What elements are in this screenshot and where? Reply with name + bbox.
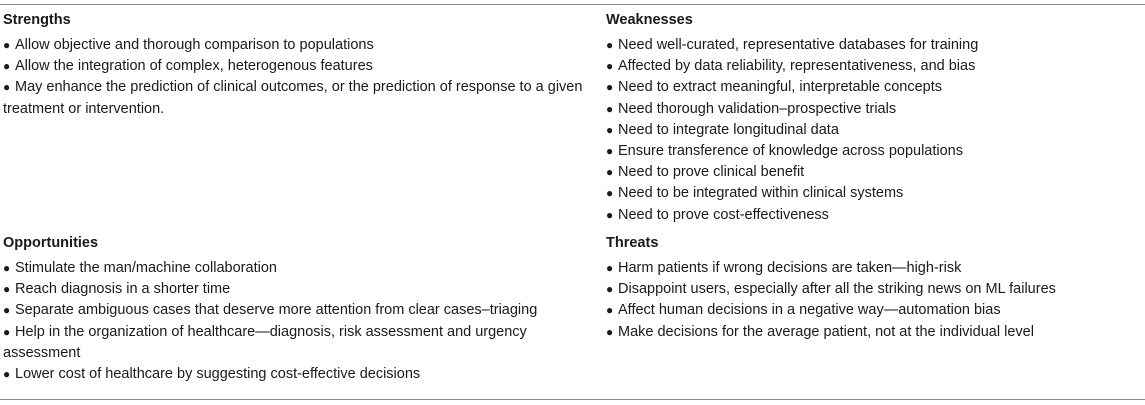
bullet-icon: ● — [606, 207, 614, 222]
bullet-icon: ● — [3, 303, 11, 318]
list-item-text: Affected by data reliability, representa… — [618, 58, 976, 75]
opportunities-cell: Opportunities ● Stimulate the man/machine… — [3, 233, 588, 385]
list-item: ● Allow objective and thorough comparison… — [3, 35, 588, 56]
list-item: ● Separate ambiguous cases that deserve m… — [3, 300, 588, 321]
bullet-icon: ● — [3, 282, 11, 297]
list-item: ● Affected by data reliability, represent… — [606, 56, 1141, 77]
list-item: ● Need to prove cost-effectiveness — [606, 205, 1141, 226]
bullet-icon: ● — [606, 303, 614, 318]
threats-list: ● Harm patients if wrong decisions are ta… — [606, 258, 1141, 343]
opportunities-list: ● Stimulate the man/machine collaboration… — [3, 258, 588, 385]
threats-cell: Threats ● Harm patients if wrong decision… — [606, 233, 1141, 343]
weaknesses-list: ● Need well-curated, representative datab… — [606, 35, 1141, 226]
bullet-icon: ● — [606, 80, 614, 95]
strengths-heading: Strengths — [3, 12, 71, 28]
bullet-icon: ● — [606, 38, 614, 52]
bullet-icon: ● — [606, 59, 614, 74]
list-item: ● Need thorough validation–prospective tr… — [606, 99, 1141, 120]
list-item: ●Help in the organization of healthcare—… — [3, 322, 588, 364]
list-item: ●May enhance the prediction of clinical … — [3, 77, 588, 119]
bullet-icon: ● — [606, 101, 614, 116]
list-item: ● Make decisions for the average patient,… — [606, 322, 1141, 343]
list-item: ● Lower cost of healthcare by suggesting … — [3, 364, 588, 385]
bullet-icon: ● — [606, 324, 614, 339]
bullet-icon: ● — [3, 324, 11, 339]
bullet-icon: ● — [3, 80, 11, 95]
weaknesses-heading: Weaknesses — [606, 12, 693, 28]
list-item: ● Affect human decisions in a negative wa… — [606, 300, 1141, 321]
list-item: ● Stimulate the man/machine collaboration — [3, 258, 588, 279]
threats-heading: Threats — [606, 235, 659, 251]
list-item-text: May enhance the prediction of clinical o… — [3, 79, 583, 117]
list-item-text: Need to prove cost-effectiveness — [618, 206, 829, 223]
bullet-icon: ● — [606, 144, 614, 159]
list-item-text: Allow the integration of complex, hetero… — [15, 58, 373, 75]
strengths-cell: Strengths ● Allow objective and thorough … — [3, 10, 588, 120]
weaknesses-cell: Weaknesses ● Need well-curated, represent… — [606, 10, 1141, 226]
list-item: ● Need well-curated, representative datab… — [606, 35, 1141, 56]
list-item-text: Need to extract meaningful, interpretabl… — [618, 79, 943, 96]
bullet-icon: ● — [606, 282, 614, 297]
bullet-icon: ● — [606, 122, 614, 137]
list-item-text: Need to integrate longitudinal data — [618, 121, 839, 138]
list-item-text: Need thorough validation–prospective tri… — [618, 100, 897, 117]
table-top-rule — [0, 4, 1145, 5]
opportunities-heading: Opportunities — [3, 235, 99, 251]
list-item-text: Allow objective and thorough comparison … — [15, 37, 374, 53]
list-item-text: Affect human decisions in a negative way… — [618, 302, 1001, 319]
list-item-text: Stimulate the man/machine collaboration — [15, 260, 277, 276]
list-item-text: Need well-curated, representative databa… — [618, 37, 979, 53]
bullet-icon: ● — [606, 261, 614, 275]
list-item-text: Need to prove clinical benefit — [618, 164, 805, 181]
list-item-text: Harm patients if wrong decisions are tak… — [618, 260, 962, 276]
list-item-text: Ensure transference of knowledge across … — [618, 143, 963, 160]
list-item: ● Harm patients if wrong decisions are ta… — [606, 258, 1141, 279]
list-item: ● Reach diagnosis in a shorter time — [3, 279, 588, 300]
list-item-text: Help in the organization of healthcare—d… — [3, 323, 527, 361]
bullet-icon: ● — [606, 186, 614, 201]
bullet-icon: ● — [3, 261, 11, 275]
strengths-list: ● Allow objective and thorough comparison… — [3, 35, 588, 120]
list-item-text: Separate ambiguous cases that deserve mo… — [15, 302, 538, 319]
list-item: ● Allow the integration of complex, heter… — [3, 56, 588, 77]
bullet-icon: ● — [606, 165, 614, 180]
table-bottom-rule — [0, 399, 1145, 400]
bullet-icon: ● — [3, 38, 11, 52]
list-item-text: Make decisions for the average patient, … — [618, 323, 1034, 340]
list-item: ● Need to extract meaningful, interpretab… — [606, 77, 1141, 98]
list-item-text: Disappoint users, especially after all t… — [618, 281, 1056, 298]
bullet-icon: ● — [3, 367, 11, 382]
list-item-text: Reach diagnosis in a shorter time — [15, 281, 231, 298]
list-item: ● Disappoint users, especially after all … — [606, 279, 1141, 300]
list-item: ● Need to be integrated within clinical s… — [606, 183, 1141, 204]
list-item-text: Lower cost of healthcare by suggesting c… — [15, 366, 421, 383]
list-item: ● Need to integrate longitudinal data — [606, 120, 1141, 141]
list-item: ● Need to prove clinical benefit — [606, 162, 1141, 183]
list-item: ● Ensure transference of knowledge across… — [606, 141, 1141, 162]
list-item-text: Need to be integrated within clinical sy… — [618, 185, 904, 202]
bullet-icon: ● — [3, 59, 11, 74]
